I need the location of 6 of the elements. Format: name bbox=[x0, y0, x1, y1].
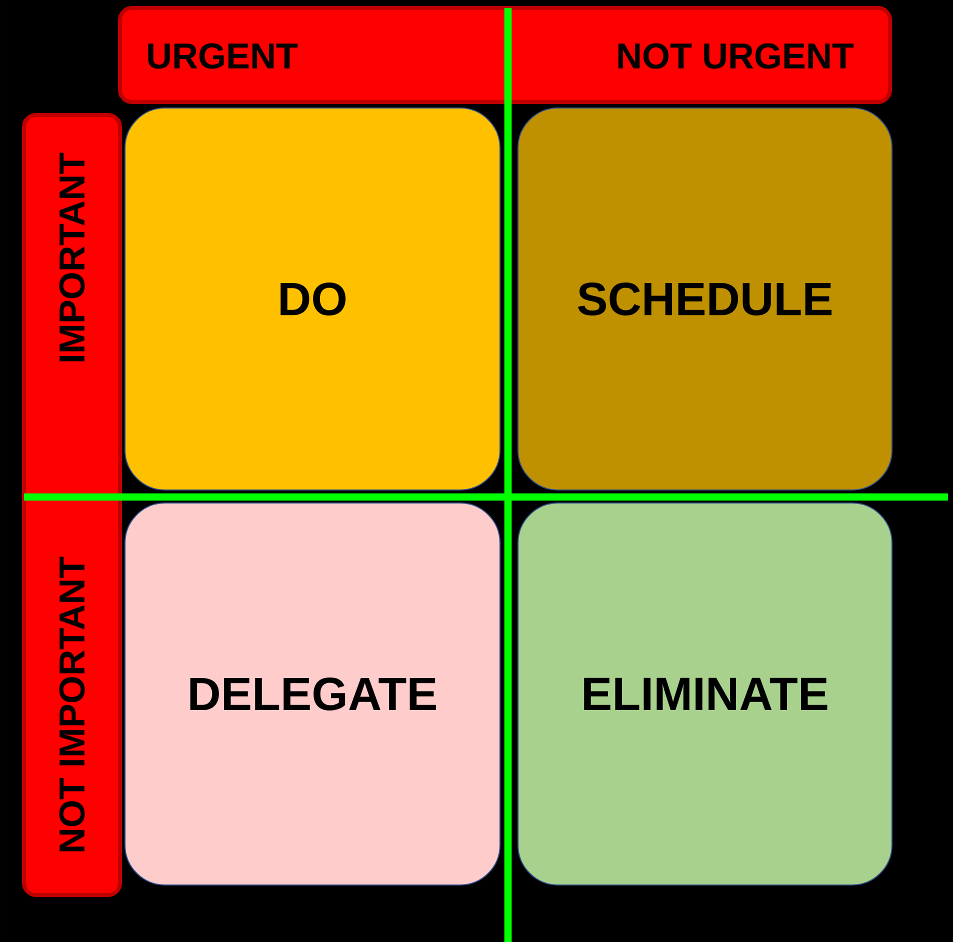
quadrant-box: DELEGATE bbox=[124, 502, 501, 886]
header-band: URGENT NOT URGENT bbox=[118, 6, 892, 104]
side-band: IMPORTANT NOT IMPORTANT bbox=[22, 113, 122, 897]
quadrant-box: SCHEDULE bbox=[517, 107, 893, 491]
quadrant-box: DO bbox=[124, 107, 501, 491]
quadrant-box: ELIMINATE bbox=[517, 502, 893, 886]
